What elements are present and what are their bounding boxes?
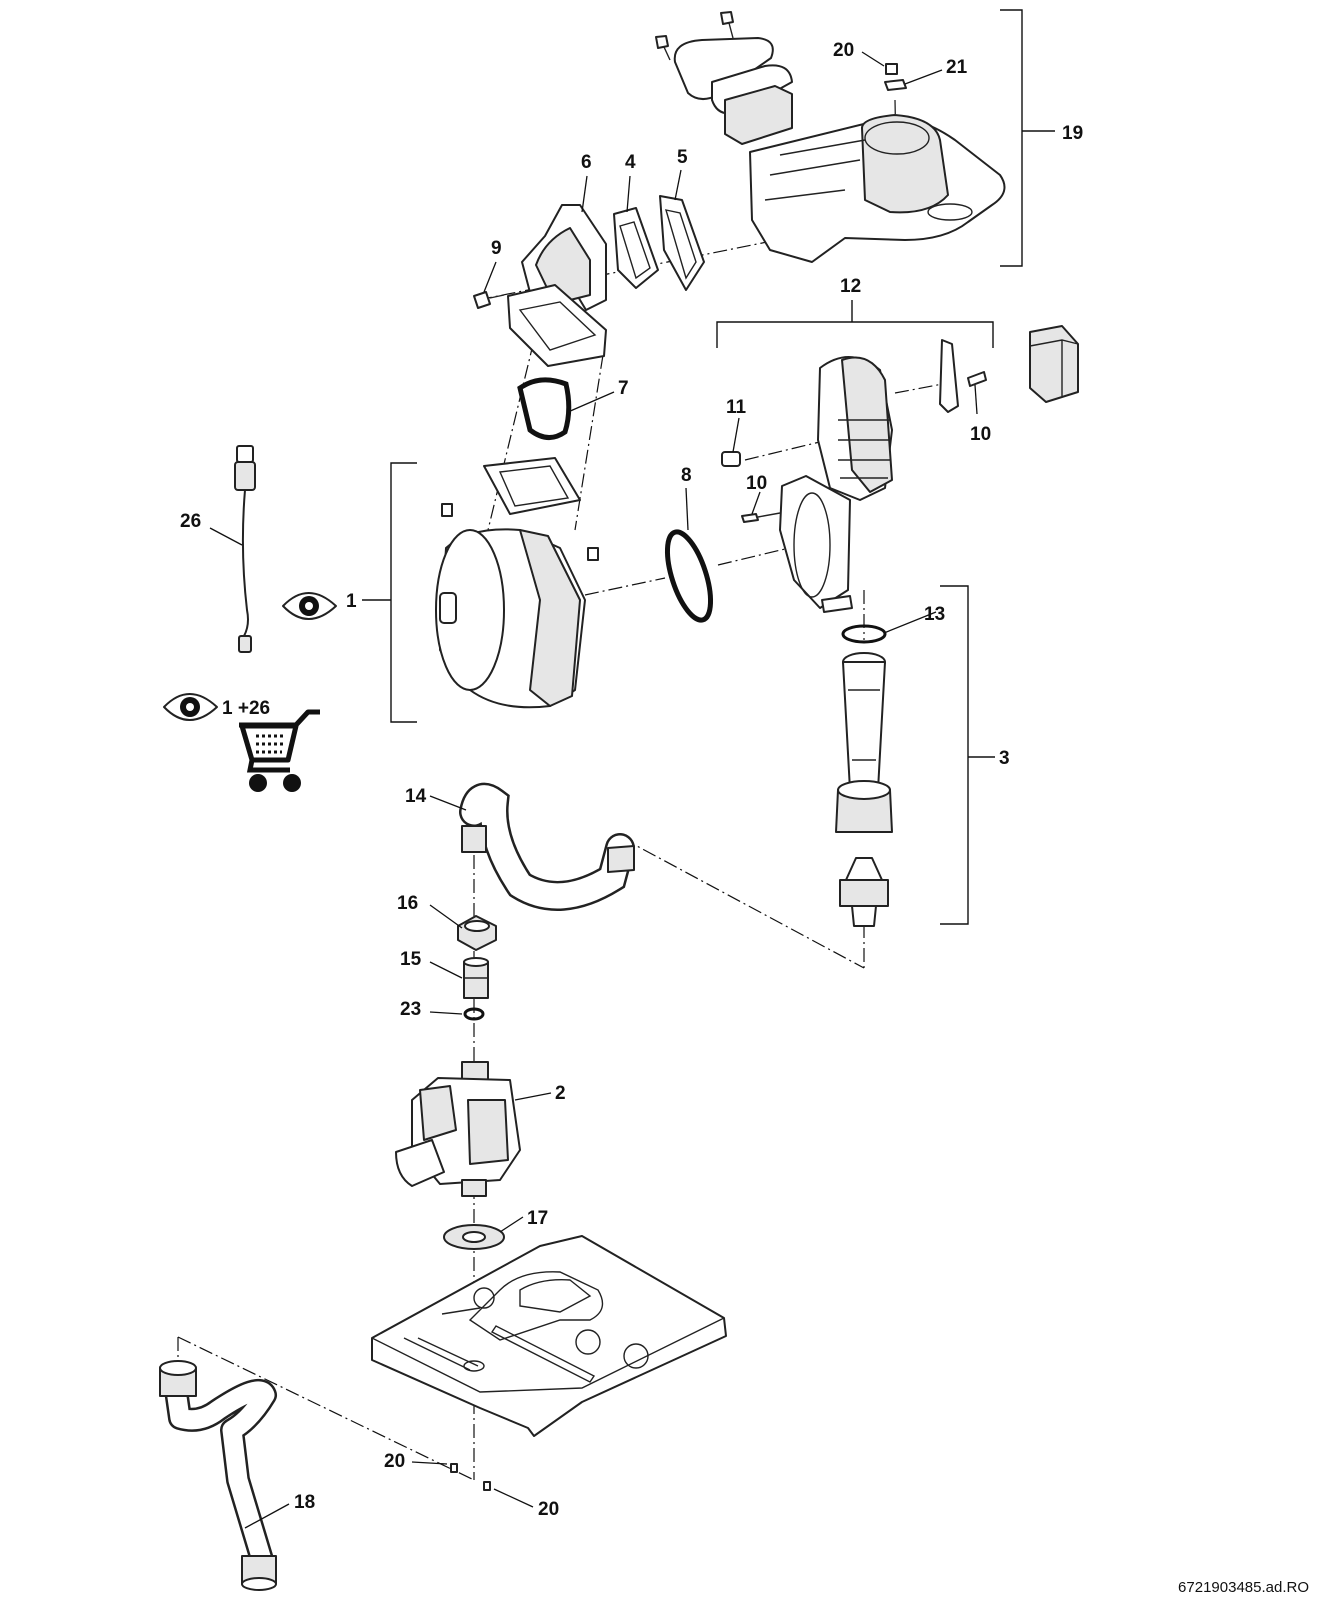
part-5-filter-gasket: [659, 195, 705, 291]
label-10-right: 10: [970, 424, 991, 445]
label-7: 7: [618, 378, 629, 399]
part-10-screw-right: [967, 371, 987, 387]
part-17-gasket: [443, 1224, 505, 1250]
part-12-mixing-housing: [779, 356, 893, 613]
bracket-19: [1000, 9, 1055, 267]
label-20-top: 20: [833, 40, 854, 61]
screw-20-top: [885, 63, 898, 75]
leader-lines: [209, 51, 978, 1529]
label-18: 18: [294, 1492, 315, 1513]
label-2: 2: [555, 1083, 566, 1104]
screw-20-bottom-left: [450, 1463, 458, 1473]
part-23-seal: [463, 1007, 485, 1021]
callout-labels: 1 2 3 4 5 6 7 8 9 10 10 11 12 13 14 15 1…: [180, 40, 1309, 1596]
label-3: 3: [999, 748, 1010, 769]
label-11: 11: [726, 397, 747, 418]
label-21: 21: [946, 57, 968, 78]
label-1: 1: [346, 591, 357, 612]
label-6: 6: [581, 152, 592, 173]
part-8-o-ring: [664, 529, 714, 623]
bracket-1: [362, 462, 417, 723]
part-14-gas-pipe: [459, 782, 635, 911]
label-26: 26: [180, 511, 201, 532]
label-13: 13: [924, 604, 945, 625]
part-9-screw: [473, 291, 505, 309]
screw-20-bottom-right: [483, 1481, 491, 1491]
part-15-nipple: [463, 957, 489, 999]
screw-19b: [720, 11, 734, 39]
part-6-air-intake-elbow: [507, 204, 607, 367]
shopping-cart-icon: [239, 709, 320, 792]
part-16-nut: [457, 915, 497, 951]
label-17: 17: [527, 1208, 548, 1229]
label-10-left: 10: [746, 473, 767, 494]
part-2-gas-valve: [395, 1061, 521, 1197]
label-19: 19: [1062, 123, 1083, 144]
document-code: 6721903485.ad.RO: [1178, 1579, 1309, 1596]
label-20-bottom-right: 20: [538, 1499, 559, 1520]
eye-icon: [282, 592, 337, 620]
part-18-connection-pipe: [159, 1360, 277, 1591]
base-plate: [371, 1235, 727, 1437]
label-14: 14: [405, 786, 427, 807]
fan-screw-left: [441, 503, 453, 517]
legend-combo-label: 1 +26: [222, 698, 270, 719]
label-4: 4: [625, 152, 636, 173]
part-7-gasket: [517, 377, 572, 440]
label-9: 9: [491, 238, 502, 259]
part-13-o-ring: [841, 624, 887, 644]
label-12: 12: [840, 276, 861, 297]
label-5: 5: [677, 147, 688, 168]
label-8: 8: [681, 465, 692, 486]
screw-19a: [655, 35, 671, 61]
clip-12: [939, 339, 959, 413]
part-11-pin: [721, 451, 741, 467]
label-20-bottom-left: 20: [384, 1451, 405, 1472]
part-3-venturi-nozzle: [835, 652, 893, 927]
label-15: 15: [400, 949, 422, 970]
eye-icon: [163, 693, 218, 721]
part-4-gasket: [613, 207, 659, 289]
electronic-module: [1029, 325, 1079, 403]
bracket-3: [940, 585, 995, 925]
part-19-burner-cover-assembly: [655, 11, 1006, 263]
label-16: 16: [397, 893, 418, 914]
part-1-fan: [435, 457, 599, 709]
part-26-cable: [234, 445, 256, 653]
label-23: 23: [400, 999, 421, 1020]
part-10-screw-left: [741, 512, 781, 523]
fan-screw-right: [587, 547, 599, 561]
bracket-12: [716, 300, 994, 348]
washer-21: [884, 79, 907, 91]
